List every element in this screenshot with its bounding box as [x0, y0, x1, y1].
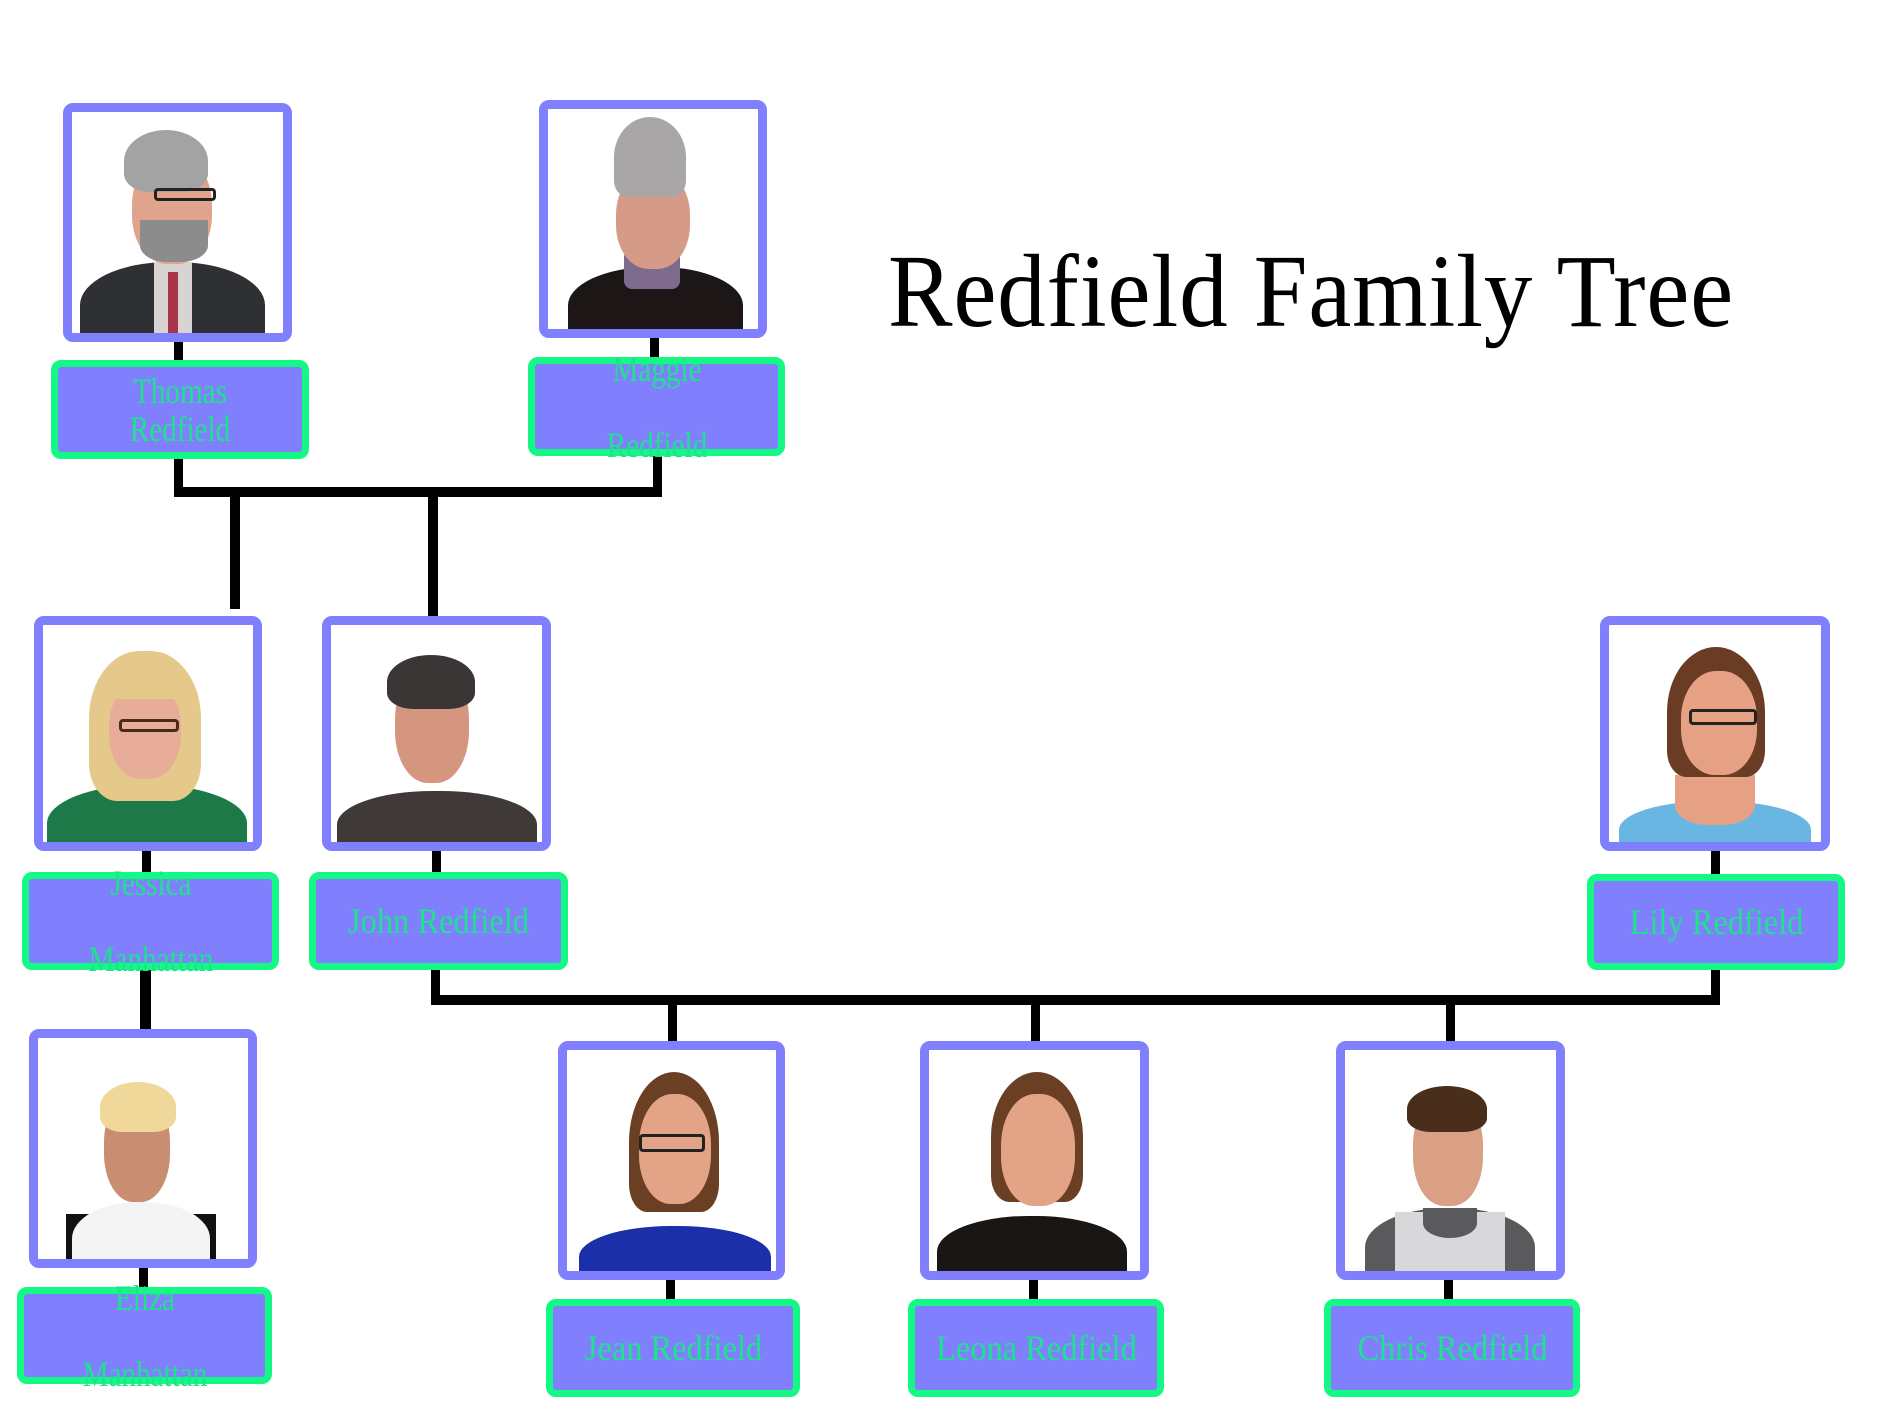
portrait-leona: [929, 1050, 1140, 1271]
name-line2-eliza: Manhattan: [82, 1353, 207, 1394]
name-line1-leona: Leona Redfield: [935, 1328, 1137, 1368]
connector-thomas-frame-label: [174, 342, 183, 360]
connector-to-john: [428, 497, 438, 616]
connector-maggie-frame-label: [650, 338, 659, 357]
connector-jessica-frame-label: [142, 851, 151, 872]
portrait-frame-jean: [558, 1041, 785, 1280]
name-line1-maggie: Maggie: [611, 348, 702, 389]
name-line1-jessica: Jessica: [109, 863, 191, 903]
name-label-chris[interactable]: Chris Redfield: [1324, 1299, 1580, 1397]
portrait-frame-maggie: [539, 100, 767, 338]
connector-maggie-down: [653, 456, 662, 497]
connector-john-frame-label: [432, 851, 441, 872]
connector-grandparents-horizontal: [174, 487, 662, 497]
name-line1-john: John Redfield: [348, 901, 529, 941]
name-label-lily[interactable]: Lily Redfield: [1587, 874, 1845, 970]
portrait-frame-lily: [1600, 616, 1830, 851]
portrait-john: [331, 625, 542, 842]
portrait-frame-john: [322, 616, 551, 851]
connector-to-jessica: [230, 497, 240, 609]
name-label-leona[interactable]: Leona Redfield: [908, 1299, 1164, 1397]
connector-leona-frame-label: [1029, 1280, 1038, 1299]
connector-children-horizontal: [431, 995, 1720, 1005]
portrait-lily: [1609, 625, 1821, 842]
connector-lily-down: [1711, 970, 1720, 1005]
page-title: Redfield Family Tree: [888, 234, 1735, 349]
connector-lily-frame-label: [1711, 851, 1720, 874]
portrait-chris: [1345, 1050, 1556, 1271]
connector-chris-frame-label: [1444, 1280, 1453, 1299]
connector-jessica-to-eliza: [140, 970, 151, 1029]
connector-jean-frame-label: [666, 1280, 675, 1299]
portrait-frame-jessica: [34, 616, 262, 851]
portrait-jean: [567, 1050, 776, 1271]
connector-eliza-frame-label: [139, 1268, 148, 1287]
connector-to-jean: [668, 1005, 677, 1041]
name-label-jean[interactable]: Jean Redfield: [546, 1299, 800, 1397]
portrait-frame-thomas: [63, 103, 292, 342]
connector-to-chris: [1446, 1005, 1455, 1041]
name-line2-thomas: Redfield: [129, 408, 231, 449]
name-line1-thomas: Thomas: [133, 370, 227, 411]
portrait-frame-chris: [1336, 1041, 1565, 1280]
portrait-jessica: [43, 625, 253, 842]
name-label-john[interactable]: John Redfield: [309, 872, 568, 970]
portrait-eliza: [38, 1038, 248, 1259]
portrait-frame-leona: [920, 1041, 1149, 1280]
name-line1-chris: Chris Redfield: [1357, 1328, 1547, 1368]
connector-thomas-down: [174, 459, 183, 497]
portrait-maggie: [548, 109, 758, 329]
portrait-thomas: [72, 112, 283, 333]
name-line1-eliza: Eliza: [114, 1277, 175, 1318]
connector-john-down: [431, 970, 440, 1005]
name-line1-jean: Jean Redfield: [584, 1328, 762, 1368]
portrait-frame-eliza: [29, 1029, 257, 1268]
name-line2-maggie: Redfield: [606, 424, 707, 465]
connector-to-leona: [1031, 1005, 1040, 1041]
name-line2-jessica: Manhattan: [88, 939, 213, 979]
name-line1-lily: Lily Redfield: [1629, 902, 1803, 942]
